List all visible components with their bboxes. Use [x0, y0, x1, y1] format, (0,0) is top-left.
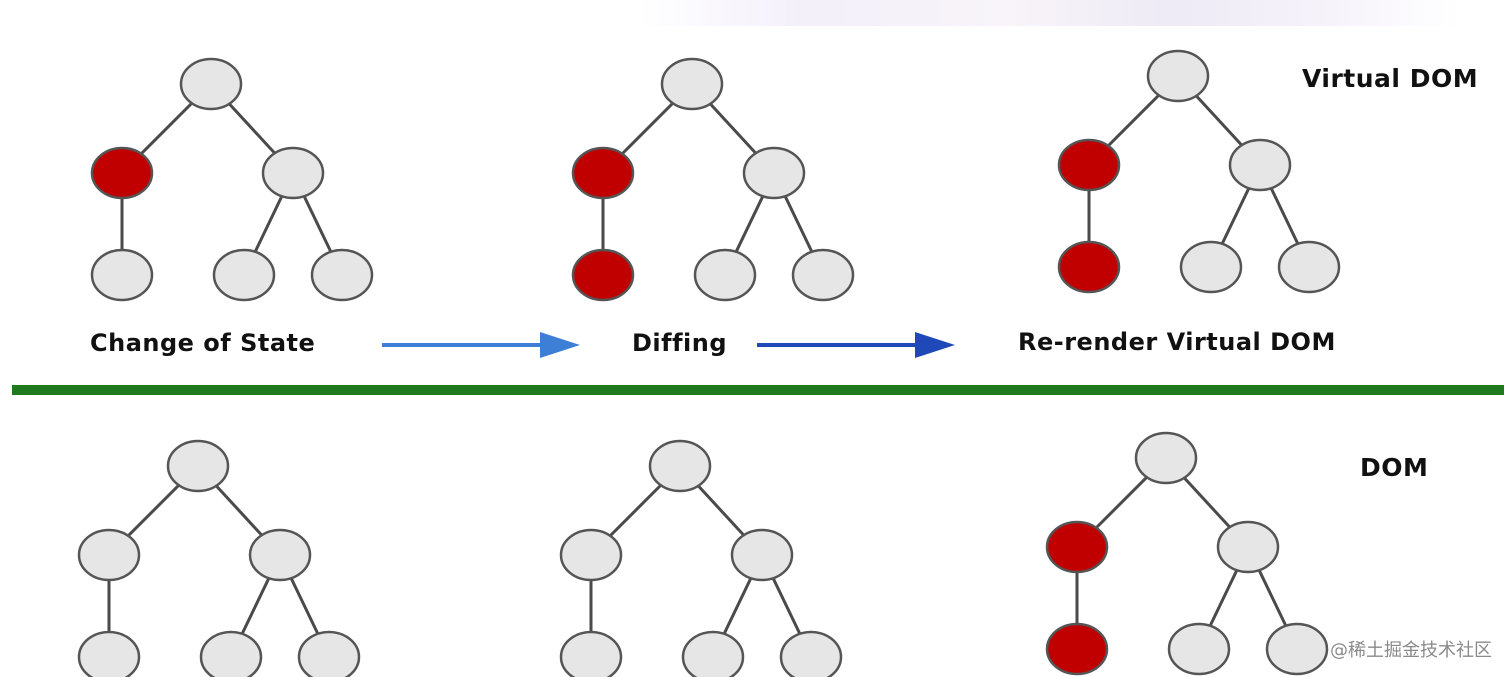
changed-node-left [571, 146, 635, 200]
tree-node-right-child-2 [779, 630, 843, 677]
trees-layer [77, 49, 1341, 677]
tree-node-root [1134, 431, 1198, 485]
arrow-diffing-to-rerender [757, 332, 955, 358]
tree-node-left [559, 528, 623, 582]
tree-node-right-child-2 [297, 630, 361, 677]
arrow-diffing-to-rerender-head [915, 332, 955, 358]
virtual-tree-diffing [571, 57, 855, 302]
virtual-tree-rerender [1057, 49, 1341, 294]
arrow-change-to-diffing [382, 332, 580, 358]
tree-node-right-child-1 [199, 630, 263, 677]
tree-node-left-child [559, 630, 623, 677]
tree-node-left-child [90, 248, 154, 302]
step-label-change-of-state: Change of State [90, 329, 316, 357]
changed-node-left [90, 146, 154, 200]
tree-node-right [730, 528, 794, 582]
section-divider [12, 385, 1504, 395]
dom-tree-1 [77, 439, 361, 677]
tree-node-root [660, 57, 724, 111]
changed-node-left [1045, 520, 1109, 574]
tree-node-left-child [77, 630, 141, 677]
tree-node-right-child-2 [791, 248, 855, 302]
arrow-change-to-diffing-head [540, 332, 580, 358]
tree-node-left [77, 528, 141, 582]
virtual-dom-title: Virtual DOM [1302, 64, 1479, 93]
dom-title: DOM [1360, 453, 1429, 482]
tree-node-right-child-1 [693, 248, 757, 302]
tree-node-right [261, 146, 325, 200]
tree-node-right [1216, 520, 1280, 574]
tree-node-right-child-2 [310, 248, 374, 302]
top-background-band [640, 0, 1460, 26]
watermark: @稀土掘金技术社区 [1330, 640, 1492, 661]
step-label-rerender: Re-render Virtual DOM [1018, 328, 1336, 356]
tree-node-root [648, 439, 712, 493]
tree-node-root [166, 439, 230, 493]
tree-node-right-child-1 [1179, 240, 1243, 294]
dom-tree-3 [1045, 431, 1329, 676]
changed-node-left-child [571, 248, 635, 302]
tree-node-right [1228, 138, 1292, 192]
changed-node-left [1057, 138, 1121, 192]
tree-node-right-child-2 [1265, 622, 1329, 676]
dom-tree-2 [559, 439, 843, 677]
changed-node-left-child [1045, 622, 1109, 676]
tree-node-right [248, 528, 312, 582]
tree-node-right-child-2 [1277, 240, 1341, 294]
tree-node-right [742, 146, 806, 200]
step-label-diffing: Diffing [632, 329, 728, 357]
virtual-tree-change-of-state [90, 57, 374, 302]
tree-node-right-child-1 [681, 630, 745, 677]
tree-node-right-child-1 [212, 248, 276, 302]
changed-node-left-child [1057, 240, 1121, 294]
tree-node-root [179, 57, 243, 111]
tree-node-root [1146, 49, 1210, 103]
tree-node-right-child-1 [1167, 622, 1231, 676]
